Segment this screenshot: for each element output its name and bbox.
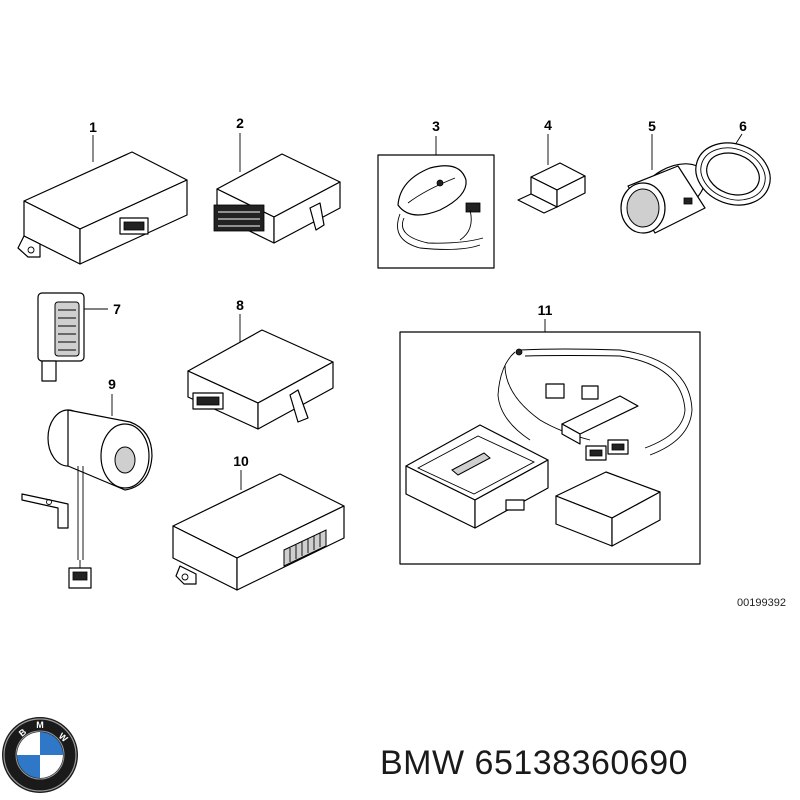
svg-text:B: B [17, 726, 29, 738]
diagram-reference-code: 00199392 [737, 597, 786, 609]
callout-5: 5 [648, 118, 656, 134]
callout-4: 4 [544, 117, 552, 133]
callout-7: 7 [113, 301, 121, 317]
callout-6: 6 [739, 118, 747, 134]
callout-9: 9 [108, 376, 116, 392]
part-5-round-sensor [620, 134, 706, 234]
callout-10: 10 [233, 453, 249, 469]
part-3-sensor [377, 136, 495, 269]
callout-3: 3 [432, 118, 440, 134]
footer-part-label: BMW 65138360690 [380, 738, 800, 788]
part-10-control-module [172, 470, 345, 591]
callout-1: 1 [89, 119, 97, 135]
part-8-module [187, 314, 334, 430]
part-4-relay [517, 134, 586, 214]
part-1-control-module [17, 135, 188, 265]
part-6-ring [695, 133, 771, 206]
part-11-kit [399, 319, 701, 565]
footer-part-number: 65138360690 [474, 744, 689, 782]
bmw-logo: B M W [2, 717, 78, 793]
svg-text:M: M [36, 720, 44, 730]
part-2-module [213, 133, 341, 244]
callout-2: 2 [236, 115, 244, 131]
callout-11: 11 [538, 302, 553, 318]
callout-8: 8 [236, 297, 244, 313]
part-7-grille-sensor [37, 292, 108, 382]
footer-brand: BMW [380, 744, 465, 782]
part-9-siren [21, 394, 153, 589]
